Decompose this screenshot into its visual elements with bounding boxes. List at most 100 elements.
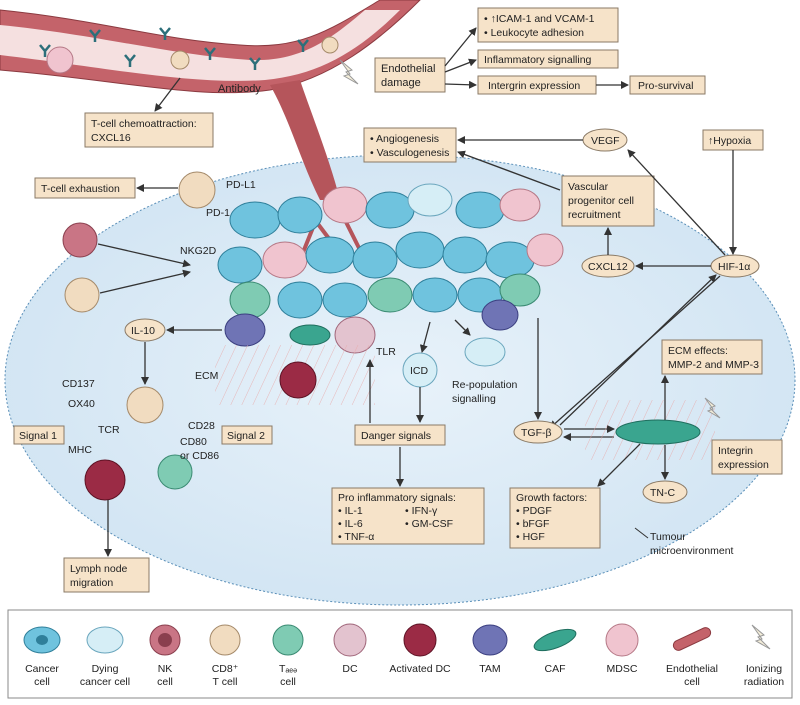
- danger-signals-label: Danger signals: [361, 430, 431, 442]
- cd8-cell-left: [64, 277, 100, 313]
- icam-line2: • Leukocyte adhesion: [484, 27, 584, 39]
- lymph-node-box: [63, 557, 150, 593]
- svg-text:Growth factors:• PDGF• bFGF• H: Growth factors:• PDGF• bFGF• HGF: [516, 492, 587, 543]
- treg-synapse: [157, 454, 193, 490]
- integrin-line2: expression: [718, 459, 769, 471]
- lymph-node-line2: migration: [70, 577, 113, 589]
- vascular-progenitor-box: [561, 175, 655, 227]
- cd8-in-vessel-2: [321, 36, 339, 54]
- legend-label-9: MDSC: [607, 663, 638, 675]
- tgfb-label: TGF-β: [521, 427, 552, 439]
- tumour-cluster: [217, 183, 564, 354]
- ox40-label: OX40: [68, 398, 95, 410]
- proinf-il6: • IL-6: [338, 518, 363, 530]
- nk-cell-left: [62, 222, 98, 258]
- svg-text:• ↑ICAM-1 and VCAM-1• Leukocyt: • ↑ICAM-1 and VCAM-1 • Leukocyte adhesion: [484, 13, 595, 39]
- pd1-label: PD-1: [206, 207, 230, 219]
- icam-box: [477, 7, 619, 43]
- ionizing-radiation-right: [704, 397, 721, 419]
- vegf-label: VEGF: [591, 135, 620, 147]
- tumour-micro-line2: microenvironment: [650, 545, 734, 557]
- tcell-chemo-line1: T-cell chemoattraction:: [91, 118, 197, 130]
- signal2-label: Signal 2: [227, 430, 265, 442]
- cd8-tcell-exhausted: [178, 171, 216, 209]
- ecm-effects-line1: ECM effects:: [668, 345, 728, 357]
- ionizing-radiation-icon: [339, 59, 359, 85]
- legend-label-5: DC: [342, 663, 358, 675]
- gf-hgf: • HGF: [516, 531, 545, 543]
- legend-icons: [23, 623, 771, 657]
- angiogenesis-line1: • Angiogenesis: [370, 133, 439, 145]
- ecm-label: ECM: [195, 370, 218, 382]
- cd8-in-vessel: [170, 50, 190, 70]
- gf-pdgf: • PDGF: [516, 505, 552, 517]
- growth-factors-box: [509, 487, 601, 549]
- cxcl12-label: CXCL12: [588, 261, 628, 273]
- caf-right: [615, 419, 701, 445]
- cd80-line2: or CD86: [180, 450, 219, 462]
- icam-line1: • ↑ICAM-1 and VCAM-1: [484, 13, 595, 25]
- tumour-micro-line1: Tumour: [650, 531, 686, 543]
- hypoxia-label: ↑Hypoxia: [708, 135, 751, 147]
- tcell-chemo-box: [84, 112, 214, 148]
- mdsc-in-vessel: [46, 46, 74, 74]
- proinf-gmcsf: • GM-CSF: [405, 518, 453, 530]
- gf-bfgf: • bFGF: [516, 518, 549, 530]
- tumour-micro-leader: [634, 527, 649, 539]
- vascular-progenitor-line2: progenitor cell: [568, 195, 634, 207]
- tcell-chemo-line2: CXCL16: [91, 132, 131, 144]
- inflammatory-signalling-label: Inflammatory signalling: [484, 54, 592, 66]
- proinf-il1: • IL-1: [338, 505, 363, 517]
- proinflammatory-box: [331, 487, 485, 545]
- nkg2d-label: NKG2D: [180, 245, 217, 257]
- vascular-progenitor-line3: recruitment: [568, 209, 621, 221]
- inflammatory-signalling-box: [477, 49, 619, 69]
- proinflammatory-title: Pro inflammatory signals:: [338, 492, 456, 504]
- cd28-label: CD28: [188, 420, 215, 432]
- legend-label-7: TAM: [479, 663, 500, 675]
- activated-dc-synapse: [84, 459, 126, 501]
- activated-dc-center: [279, 361, 317, 399]
- pdl1-label: PD-L1: [226, 179, 256, 191]
- gf-title: Growth factors:: [516, 492, 587, 504]
- proinf-tnf: • TNF-α: [338, 531, 374, 543]
- legend-label-3: CD8⁺T cell: [212, 663, 239, 688]
- cd80-line1: CD80: [180, 436, 207, 448]
- hif-label: HIF-1α: [718, 261, 750, 273]
- tcell-exhaustion-label: T-cell exhaustion: [41, 183, 120, 195]
- endothelial-damage-line1: Endothelial: [381, 63, 435, 75]
- dying-cell-repop: [464, 337, 506, 367]
- pro-survival-label: Pro-survival: [638, 80, 693, 92]
- antibody-icons: [39, 27, 309, 70]
- lymph-node-line1: Lymph node: [70, 563, 128, 575]
- signal2-box: [221, 425, 273, 445]
- svg-text:• IL-1• IL-6• TNF-α: • IL-1• IL-6• TNF-α: [338, 505, 374, 543]
- tnc-label: TN-C: [650, 487, 675, 499]
- legend-box: [7, 609, 793, 699]
- repopulation-line1: Re-population: [452, 379, 518, 391]
- danger-signals-box: [354, 424, 446, 446]
- signal1-label: Signal 1: [19, 430, 57, 442]
- tlr-label: TLR: [376, 346, 396, 358]
- ecm-effects-box: [661, 339, 763, 375]
- proinf-ifn: • IFN-γ: [405, 505, 438, 517]
- tcr-label: TCR: [98, 424, 120, 436]
- svg-text:ECM effects:MMP-2 and MMP-3: ECM effects:MMP-2 and MMP-3: [668, 345, 759, 371]
- signal1-box: [13, 425, 65, 445]
- mhc-label: MHC: [68, 444, 92, 456]
- integrin-expression-box: [711, 439, 783, 475]
- il10-label: IL-10: [131, 325, 155, 337]
- antibody-label: Antibody: [218, 83, 261, 95]
- icd-label: ICD: [410, 365, 429, 377]
